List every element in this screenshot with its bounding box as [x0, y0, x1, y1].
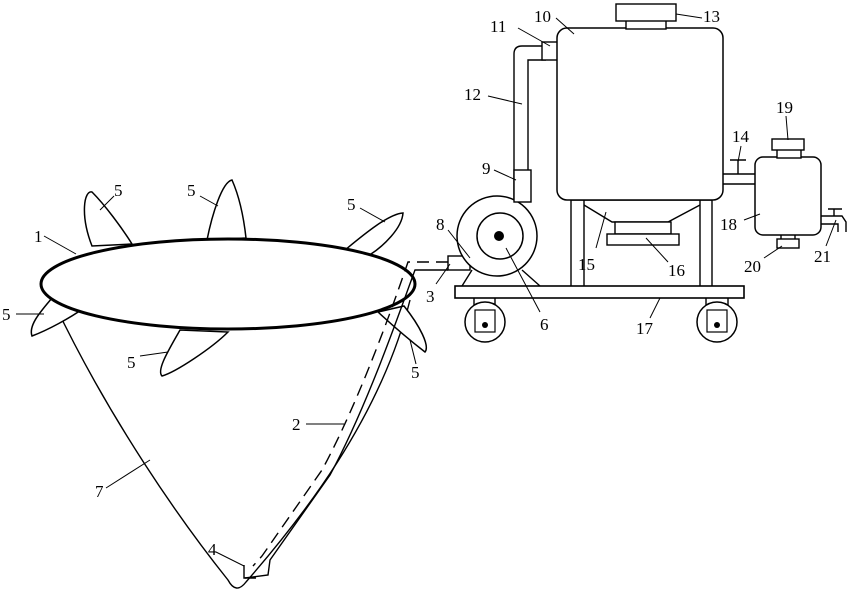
pump-legs [461, 269, 541, 287]
net-bag [54, 299, 411, 589]
wheel-right [696, 298, 738, 343]
label-11: 11 [490, 17, 506, 36]
label-8: 8 [436, 215, 445, 234]
label-15: 15 [578, 255, 595, 274]
wheel-left [464, 298, 506, 343]
label-2: 2 [292, 415, 301, 434]
base-plate [454, 285, 745, 299]
float-spike [159, 329, 230, 377]
label-5-left: 5 [2, 305, 11, 324]
label-18: 18 [720, 215, 737, 234]
label-12: 12 [464, 85, 481, 104]
filter-top [614, 221, 672, 235]
float-spike [376, 305, 427, 354]
filter-bottom [606, 233, 680, 246]
suction-hose [252, 261, 448, 567]
tank-inlet [541, 41, 559, 61]
label-20: 20 [744, 257, 761, 276]
label-5-right: 5 [411, 363, 420, 382]
label-17: 17 [636, 319, 654, 338]
label-19: 19 [776, 98, 793, 117]
drain-cap [776, 238, 800, 249]
floats [30, 179, 427, 377]
tank-stand [570, 199, 713, 286]
small-tank [754, 156, 822, 236]
tank-cone [583, 204, 701, 223]
label-1: 1 [34, 227, 43, 246]
leader-lines [16, 13, 837, 567]
label-7: 7 [95, 482, 104, 501]
label-5-top-middle: 5 [187, 181, 196, 200]
main-tank [556, 27, 724, 201]
labels: 1 5 5 5 5 5 5 2 7 4 3 6 8 9 12 11 10 13 … [2, 7, 831, 559]
label-14: 14 [732, 127, 750, 146]
suction-head [243, 565, 256, 579]
label-21: 21 [814, 247, 831, 266]
label-6: 6 [540, 315, 549, 334]
label-13: 13 [703, 7, 720, 26]
tap [821, 208, 847, 232]
transfer-pipe [723, 173, 756, 185]
floating-ring [39, 237, 417, 331]
label-5-top-left: 5 [114, 181, 123, 200]
label-5-top-right: 5 [347, 195, 356, 214]
pipe-coupling [513, 169, 532, 203]
float-spike [343, 212, 404, 257]
valve [730, 159, 746, 174]
small-tank-lid [771, 138, 805, 151]
pump-axle [494, 231, 504, 241]
label-4: 4 [208, 540, 217, 559]
label-5-bottom: 5 [127, 353, 136, 372]
float-spike [83, 191, 134, 247]
label-3: 3 [426, 287, 435, 306]
label-9: 9 [482, 159, 491, 178]
suction-hose-outer [244, 269, 448, 579]
label-16: 16 [668, 261, 685, 280]
tank-lid [615, 3, 677, 22]
float-spike [206, 179, 247, 241]
label-10: 10 [534, 7, 551, 26]
